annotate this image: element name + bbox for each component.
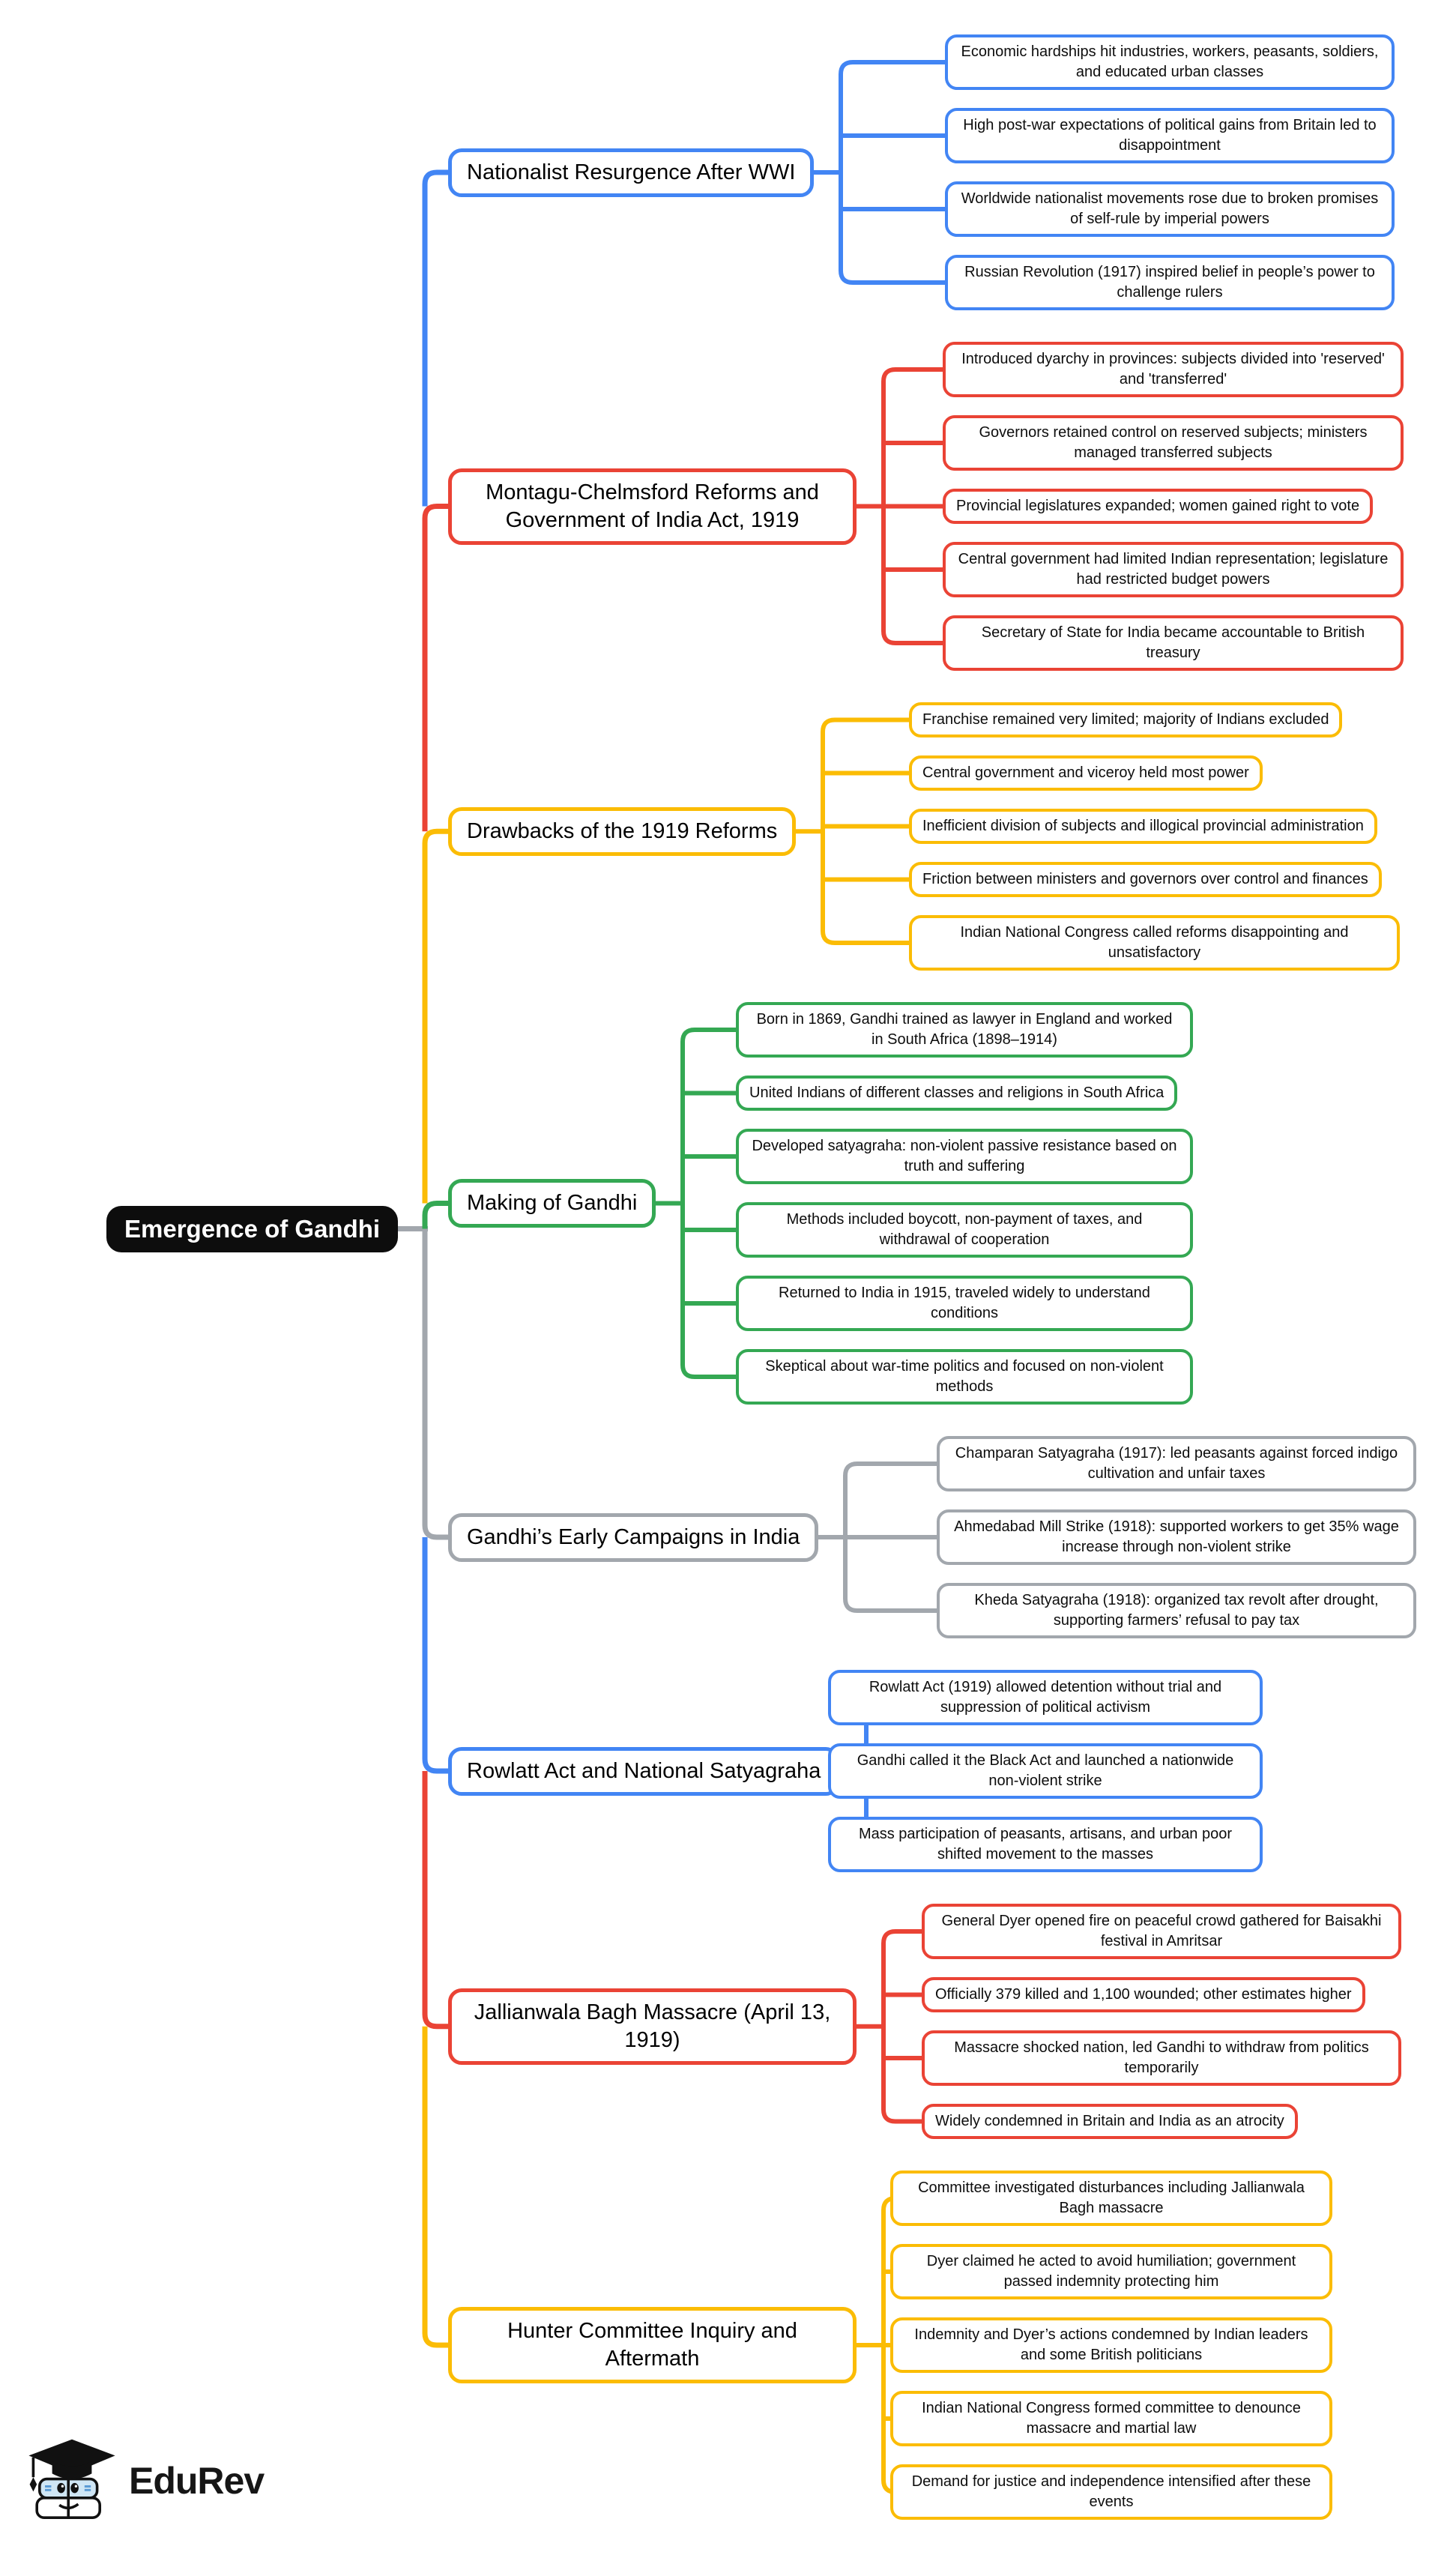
- leaf-node: Champaran Satyagraha (1917): led peasant…: [937, 1436, 1416, 1492]
- leaf-node: United Indians of different classes and …: [736, 1076, 1178, 1111]
- leaf-node: Mass participation of peasants, artisans…: [828, 1817, 1263, 1873]
- leaf-node: Indian National Congress formed committe…: [890, 2391, 1332, 2447]
- leaf-node: Gandhi called it the Black Act and launc…: [828, 1743, 1263, 1800]
- leaf-node: Developed satyagraha: non-violent passiv…: [736, 1129, 1193, 1185]
- leaf-node: Born in 1869, Gandhi trained as lawyer i…: [736, 1002, 1193, 1058]
- leaf-node: Skeptical about war-time politics and fo…: [736, 1349, 1193, 1405]
- leaf-node: Officially 379 killed and 1,100 wounded;…: [922, 1977, 1365, 2013]
- leaf-node: Economic hardships hit industries, worke…: [945, 34, 1395, 91]
- leaf-node: General Dyer opened fire on peaceful cro…: [922, 1904, 1401, 1960]
- leaf-node: Franchise remained very limited; majorit…: [909, 702, 1343, 738]
- leaf-node: Provincial legislatures expanded; women …: [943, 489, 1374, 525]
- leaf-node: Central government had limited Indian re…: [943, 542, 1404, 598]
- leaf-node: Russian Revolution (1917) inspired belie…: [945, 255, 1395, 311]
- leaf-node: Governors retained control on reserved s…: [943, 415, 1404, 471]
- leaf-node: Indian National Congress called reforms …: [909, 915, 1400, 971]
- leaf-node: Friction between ministers and governors…: [909, 862, 1382, 898]
- leaf-node: Methods included boycott, non-payment of…: [736, 1202, 1193, 1258]
- leaf-node: Ahmedabad Mill Strike (1918): supported …: [937, 1509, 1416, 1566]
- leaf-node: Central government and viceroy held most…: [909, 755, 1263, 791]
- root-node: Emergence of Gandhi: [106, 1206, 399, 1252]
- leaf-node: Indemnity and Dyer’s actions condemned b…: [890, 2317, 1332, 2374]
- leaf-node: Rowlatt Act (1919) allowed detention wit…: [828, 1670, 1263, 1726]
- leaf-node: Demand for justice and independence inte…: [890, 2464, 1332, 2521]
- leaf-node: Returned to India in 1915, traveled wide…: [736, 1276, 1193, 1332]
- branch-heading-rowlatt-act-satyagraha: Rowlatt Act and National Satyagraha: [448, 1747, 840, 1797]
- leaf-node: Dyer claimed he acted to avoid humiliati…: [890, 2244, 1332, 2300]
- leaf-node: Kheda Satyagraha (1918): organized tax r…: [937, 1583, 1416, 1639]
- leaf-node: Worldwide nationalist movements rose due…: [945, 181, 1395, 238]
- branch-heading-nationalist-resurgence: Nationalist Resurgence After WWI: [448, 148, 815, 198]
- leaf-node: Widely condemned in Britain and India as…: [922, 2104, 1298, 2140]
- leaf-node: Committee investigated disturbances incl…: [890, 2171, 1332, 2227]
- edurev-logo-text: EduRev: [129, 2460, 265, 2502]
- branch-heading-hunter-committee: Hunter Committee Inquiry and Aftermath: [448, 2307, 857, 2384]
- edurev-graduation-cap-icon: [28, 2439, 115, 2519]
- branch-heading-jallianwala-bagh-massacre: Jallianwala Bagh Massacre (April 13, 191…: [448, 1988, 857, 2066]
- leaf-node: Secretary of State for India became acco…: [943, 615, 1404, 672]
- leaf-node: Inefficient division of subjects and ill…: [909, 809, 1377, 845]
- edurev-logo: EduRev: [27, 2437, 265, 2524]
- branch-heading-montagu-chelmsford-reforms: Montagu-Chelmsford Reforms and Governmen…: [448, 468, 857, 546]
- branch-heading-gandhis-early-campaigns: Gandhi’s Early Campaigns in India: [448, 1513, 819, 1563]
- leaf-node: Introduced dyarchy in provinces: subject…: [943, 342, 1404, 398]
- leaf-node: High post-war expectations of political …: [945, 108, 1395, 164]
- branch-heading-making-of-gandhi: Making of Gandhi: [448, 1179, 656, 1228]
- branch-heading-drawbacks-1919-reforms: Drawbacks of the 1919 Reforms: [448, 807, 797, 857]
- leaf-node: Massacre shocked nation, led Gandhi to w…: [922, 2030, 1401, 2087]
